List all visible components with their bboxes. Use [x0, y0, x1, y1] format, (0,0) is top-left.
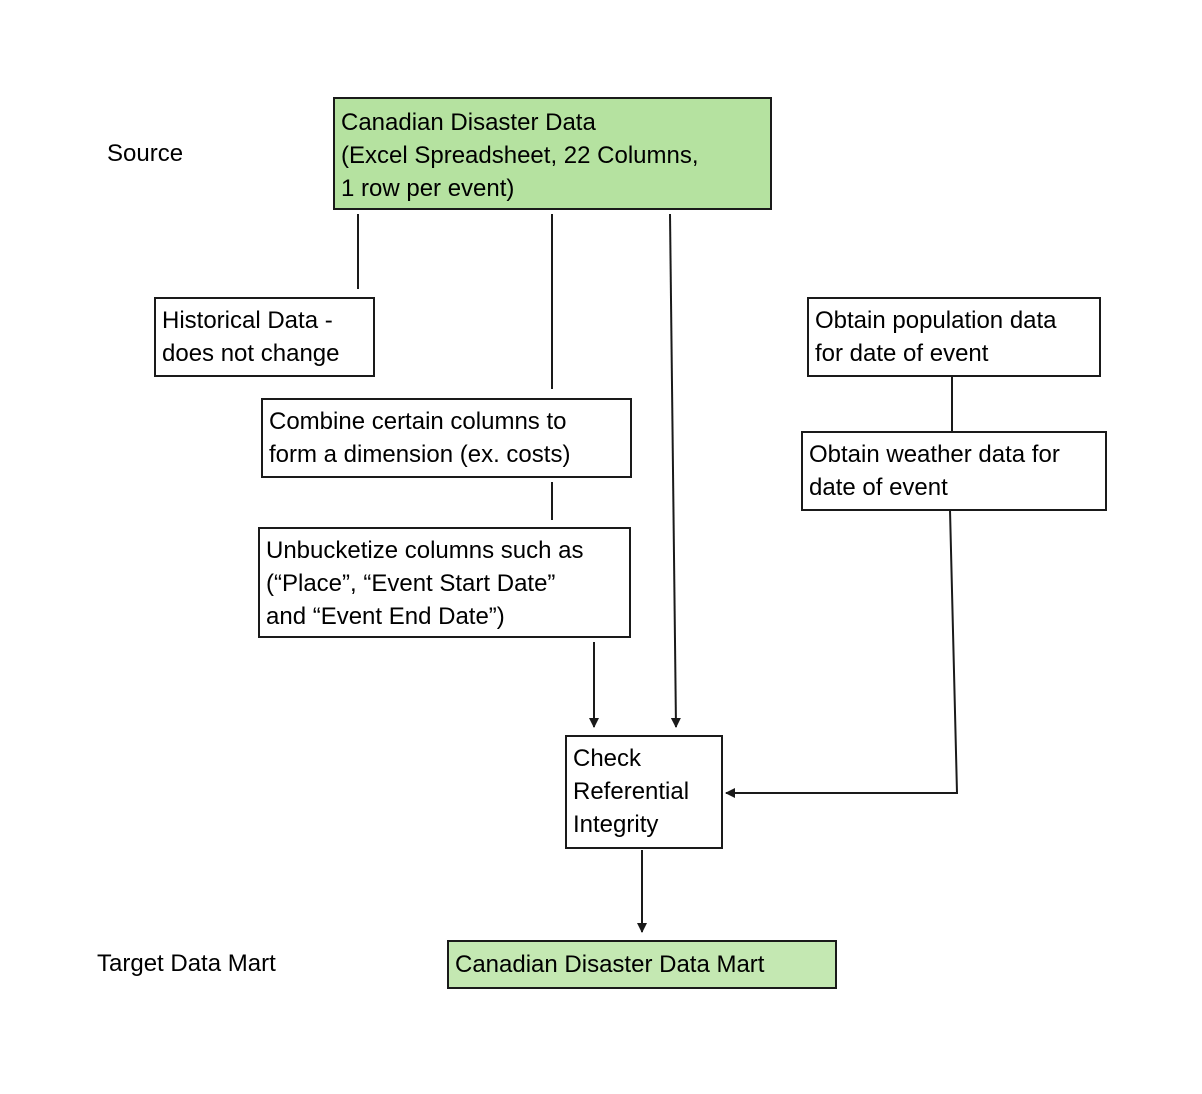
node-text-line: form a dimension (ex. costs)	[269, 441, 571, 468]
node-text-line: Obtain weather data for	[809, 441, 1060, 468]
node-text-line: 1 row per event)	[341, 175, 515, 202]
check-referential-integrity-node: Check Referential Integrity	[565, 735, 723, 849]
node-text-line: Historical Data -	[162, 307, 333, 334]
arrow-source-check	[669, 213, 681, 728]
node-text-line: (“Place”, “Event Start Date”	[266, 570, 556, 597]
target-label: Target Data Mart	[97, 950, 276, 977]
node-text-line: Check	[573, 745, 642, 772]
node-text-line: for date of event	[815, 340, 989, 367]
node-text-line: does not change	[162, 340, 340, 367]
canadian-disaster-data-mart-node: Canadian Disaster Data Mart	[447, 940, 837, 989]
combine-columns-node: Combine certain columns to form a dimens…	[261, 398, 632, 478]
weather-data-node: Obtain weather data for date of event	[801, 431, 1107, 511]
source-label: Source	[107, 140, 184, 167]
node-text-line: Obtain population data	[815, 307, 1057, 334]
node-text-line: (Excel Spreadsheet, 22 Columns,	[341, 142, 699, 169]
source-data-node: Canadian Disaster Data (Excel Spreadshee…	[333, 97, 772, 210]
unbucketize-columns-node: Unbucketize columns such as (“Place”, “E…	[258, 527, 631, 638]
node-text-line: date of event	[809, 474, 948, 501]
node-text-line: Referential	[573, 778, 690, 805]
node-text-line: Unbucketize columns such as	[266, 537, 584, 564]
historical-data-node: Historical Data - does not change	[154, 297, 375, 377]
arrow-weather-check	[725, 509, 959, 798]
node-text-line: Canadian Disaster Data	[341, 109, 596, 136]
node-text-line: Combine certain columns to	[269, 408, 567, 435]
population-data-node: Obtain population data for date of event	[807, 297, 1101, 377]
node-text-line: Canadian Disaster Data Mart	[455, 951, 765, 978]
node-text-line: and “Event End Date”)	[266, 603, 505, 630]
node-text-line: Integrity	[573, 811, 659, 838]
